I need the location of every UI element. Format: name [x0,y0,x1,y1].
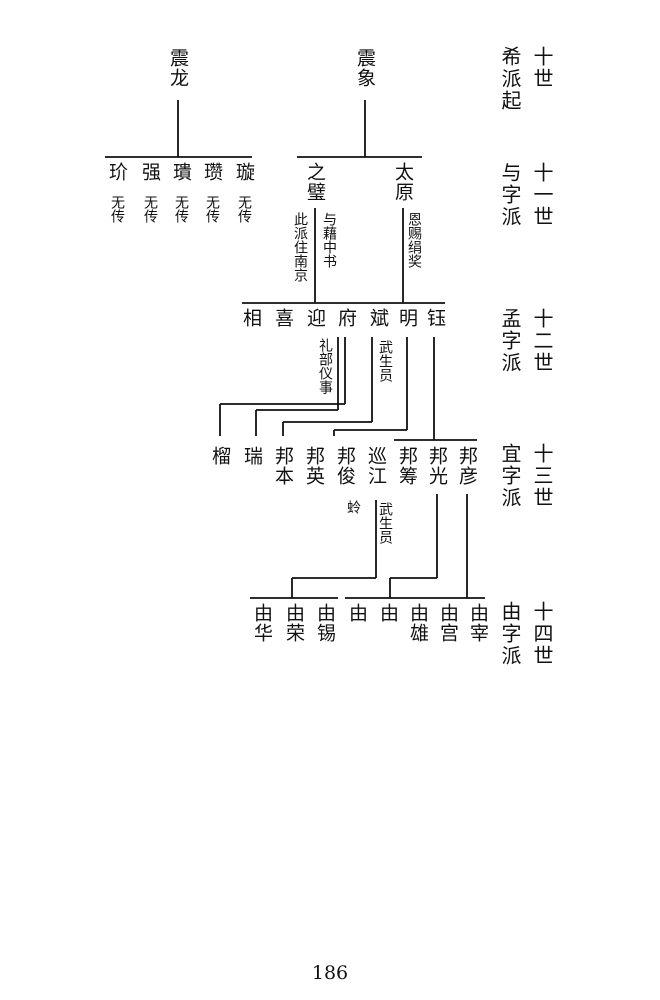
person-yourong: 由荣 [283,603,305,643]
note-taiyuan-honor: 恩赐绢奖 [406,212,422,268]
person-you-2: 由 [377,603,399,623]
generation-14-sect: 由字派 [498,601,522,667]
person-ming: 明 [396,308,418,328]
person-rui: 瑞 [241,446,263,466]
person-qiang: 强 [139,162,161,182]
person-youxiong: 由雄 [407,603,429,643]
person-jie: 玠 [106,162,128,182]
person-bin: 斌 [367,308,389,328]
person-taiyuan: 太原 [392,162,414,202]
person-fu: 府 [335,308,357,328]
note-no-heir-xuan: 无传 [236,195,252,223]
person-xi: 喜 [272,308,294,328]
person-kui: 璝 [170,162,192,182]
person-bangjun: 邦俊 [334,446,356,486]
person-liu: 榴 [209,446,231,466]
generation-14-label: 十四世 [530,601,554,667]
generation-13-label: 十三世 [530,443,554,509]
person-bangyan: 邦彦 [456,446,478,486]
person-bangying: 邦英 [303,446,325,486]
note-zhibi-office: 与藉中书 [321,212,337,268]
person-zhibi: 之璧 [304,162,326,202]
person-ying: 迎 [304,308,326,328]
page-number: 186 [311,962,349,984]
person-zhenxiang: 震象 [354,48,376,88]
note-fu-office: 礼部仪事 [317,338,333,394]
generation-12-sect: 孟字派 [498,308,522,374]
person-yu: 钰 [424,308,446,328]
person-youxi: 由锡 [314,603,336,643]
note-bin-title: 武生员 [377,340,393,382]
person-bangben: 邦本 [272,446,294,486]
person-xunjiang: 巡江 [365,446,387,486]
note-zhibi-residence: 此派住南京 [292,212,308,282]
generation-10-label: 十世 [530,46,554,90]
note-no-heir-zan: 无传 [204,195,220,223]
person-bangchou: 邦筹 [396,446,418,486]
generation-13-sect: 宜字派 [498,443,522,509]
generation-10-sect: 希派起 [498,46,522,112]
note-no-heir-qiang: 无传 [142,195,158,223]
note-no-heir-jie: 无传 [109,195,125,223]
person-yougong: 由宫 [437,603,459,643]
note-no-heir-kui: 无传 [173,195,189,223]
generation-11-label: 十一世 [530,162,554,228]
person-bangguang: 邦光 [426,446,448,486]
note-xunjiang-title: 武生员 [377,502,393,544]
person-xuan: 璇 [233,162,255,182]
person-zhenlong: 震龙 [167,48,189,88]
person-youxin: 由宰 [467,603,489,643]
person-you-1: 由 [346,603,368,623]
person-xiang: 相 [240,308,262,328]
note-bangjun: 蛉 [345,500,361,514]
generation-12-label: 十二世 [530,308,554,374]
generation-11-sect: 与字派 [498,162,522,228]
person-zan: 瓒 [201,162,223,182]
person-youhua: 由华 [251,603,273,643]
